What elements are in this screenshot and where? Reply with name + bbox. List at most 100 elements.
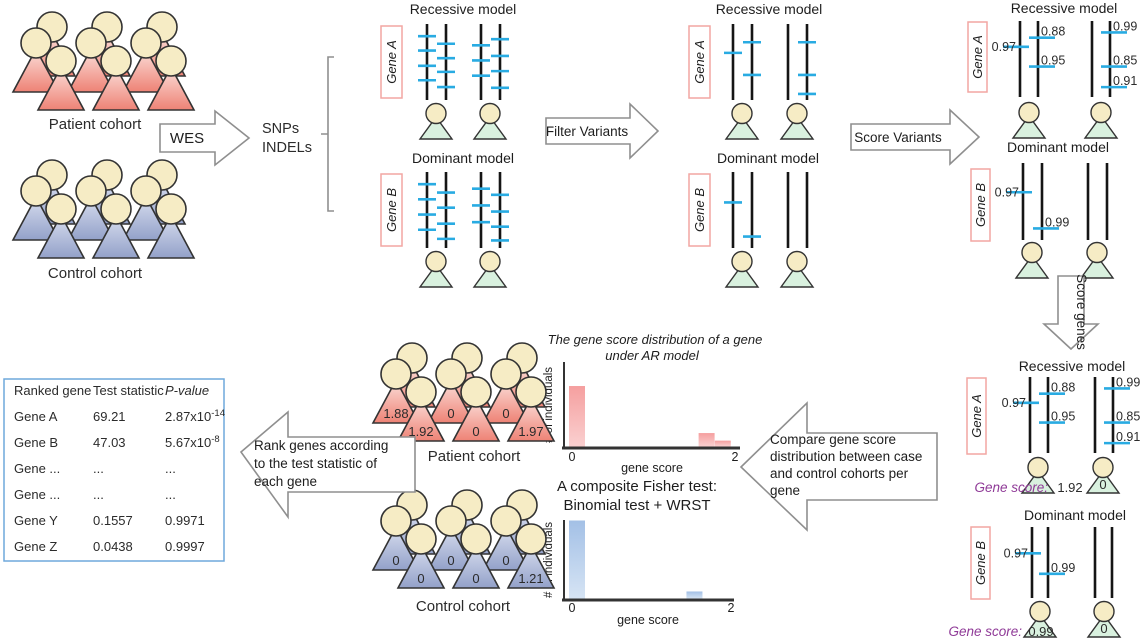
- person-head: [130, 175, 162, 207]
- variant-score: 0.88: [1041, 25, 1065, 39]
- table-cell-gene: Gene ...: [14, 461, 60, 476]
- snps-text: SNPs: [262, 121, 299, 137]
- table-cell-gene: Gene B: [14, 435, 58, 450]
- gene-b-label-p1: Gene B: [384, 188, 399, 232]
- results-table-box: [3, 378, 225, 562]
- person-head: [1086, 241, 1108, 264]
- hist-title-line-2: under AR model: [605, 348, 700, 363]
- person-body: [1020, 469, 1056, 494]
- score-genes-label: Score genes: [1074, 274, 1089, 350]
- person-body: [451, 543, 501, 589]
- person-head: [1090, 101, 1112, 124]
- person-score: 0: [502, 553, 509, 568]
- variant-score: 0.99: [1051, 561, 1075, 575]
- person-head: [405, 376, 437, 408]
- histogram-bar: [714, 440, 731, 447]
- histogram-bar: [569, 386, 585, 447]
- hist1-x-label: gene score: [621, 461, 683, 475]
- score-variants-arrow: [850, 108, 981, 166]
- person-body: [451, 396, 501, 442]
- gene-b-box-p3: [970, 168, 991, 242]
- person-head: [479, 250, 501, 273]
- person-body: [481, 525, 531, 571]
- fisher-line-2: Binomial test + WRST: [563, 497, 710, 514]
- table-cell-gene: Gene ...: [14, 487, 60, 502]
- control-cohort-top-icons: [11, 159, 196, 259]
- person-head: [490, 505, 522, 537]
- compare-line-4: gene: [770, 483, 800, 498]
- hist2-tick-0: 0: [569, 601, 576, 615]
- table-cell-pvalue: 0.9997: [165, 539, 205, 554]
- person-body: [1086, 613, 1122, 638]
- gene-a-box-p4: [966, 377, 987, 455]
- variant-score: 0.91: [1113, 74, 1137, 88]
- variant-score: 0.85: [1113, 54, 1137, 68]
- variant-score: 0.97: [992, 40, 1016, 54]
- patient-cohort-bottom-label: Patient cohort: [428, 448, 521, 465]
- person-body: [506, 543, 556, 589]
- person-score: 0: [392, 553, 399, 568]
- gene-score-value: 1.92: [1057, 480, 1082, 495]
- hist1-tick-0: 0: [569, 450, 576, 464]
- person-body: [1083, 114, 1119, 139]
- gene-b-label-p4: Gene B: [973, 541, 988, 585]
- person-head: [460, 523, 492, 555]
- person-head: [435, 358, 467, 390]
- person-body: [371, 378, 421, 424]
- histogram-bar: [569, 520, 585, 599]
- person-head: [515, 376, 547, 408]
- person-head: [75, 175, 107, 207]
- gene-a-label-p3: Gene A: [970, 35, 985, 79]
- table-header-gene: Ranked gene: [14, 383, 91, 398]
- gene-a-label-p1: Gene A: [384, 40, 399, 84]
- person-head: [155, 193, 187, 225]
- person-body: [1014, 254, 1050, 279]
- variant-score: 0.99: [1045, 215, 1069, 229]
- gene-a-box-p2: [688, 25, 711, 99]
- person-body: [724, 263, 760, 288]
- table-cell-pvalue: 5.67x10-8: [165, 434, 220, 450]
- table-cell-gene: Gene Z: [14, 539, 57, 554]
- person-score: 1.88: [383, 406, 408, 421]
- person-head: [1021, 241, 1043, 264]
- person-body: [481, 378, 531, 424]
- control-histogram-bars: [569, 520, 703, 599]
- person-head: [786, 102, 808, 125]
- person-head: [155, 45, 187, 77]
- gene-a-label-p2: Gene A: [692, 40, 707, 84]
- table-cell-stat: 69.21: [93, 409, 126, 424]
- gene-a-label-p4: Gene A: [969, 394, 984, 438]
- table-header-stat: Test statistic: [93, 383, 164, 398]
- person-head: [425, 102, 447, 125]
- indels-text: INDELs: [262, 140, 312, 156]
- compare-line-2: distribution between case: [770, 449, 922, 464]
- compare-arrow: [739, 401, 938, 532]
- person-head: [1018, 101, 1040, 124]
- gene-b-box-p1: [380, 173, 403, 247]
- dominant-title-p2: Dominant model: [717, 150, 819, 166]
- person-head: [45, 45, 77, 77]
- person-body: [506, 396, 556, 442]
- table-cell-gene: Gene A: [14, 409, 58, 424]
- control-cohort-label: Control cohort: [48, 265, 143, 282]
- person-body: [426, 525, 476, 571]
- table-cell-gene: Gene Y: [14, 513, 58, 528]
- person-head: [1093, 600, 1115, 623]
- gene-b-box-p4: [970, 526, 991, 600]
- gene-b-chromosomes-p3: 0.970.99: [995, 163, 1115, 279]
- gene-b-label-p3: Gene B: [973, 183, 988, 227]
- gene-b-chromosomes-p1: [418, 172, 509, 288]
- table-cell-stat: 0.1557: [93, 513, 133, 528]
- gene-b-label-p2: Gene B: [692, 188, 707, 232]
- hist-title-line-1: The gene score distribution of a gene: [548, 332, 763, 347]
- recessive-title-p3: Recessive model: [1011, 0, 1118, 16]
- person-body: [36, 213, 86, 259]
- person-score: 0: [447, 406, 454, 421]
- person-head: [100, 45, 132, 77]
- person-head: [479, 102, 501, 125]
- person-head: [20, 175, 52, 207]
- dominant-title-p1: Dominant model: [412, 150, 514, 166]
- hist2-tick-2: 2: [728, 601, 735, 615]
- person-score: 1.21: [518, 571, 543, 586]
